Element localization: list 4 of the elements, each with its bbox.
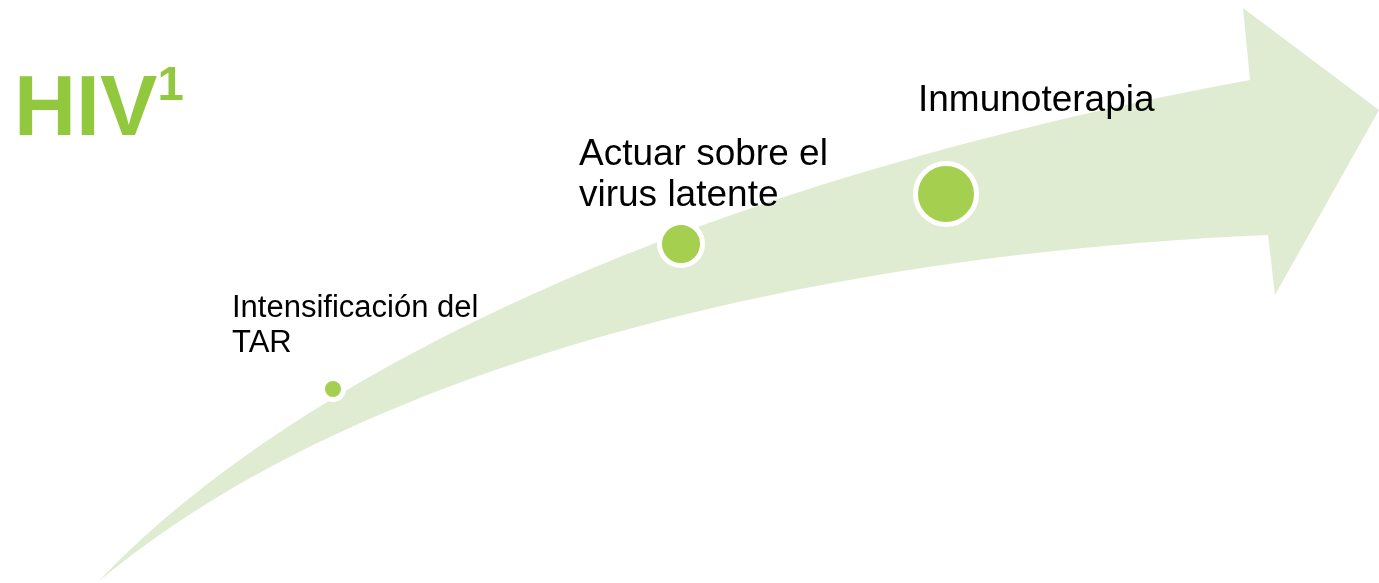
milestone-label: Inmunoterapia [918,78,1156,120]
milestone-label: Actuar sobre el virus latente [579,132,829,215]
title: HIV$^{1}$ [14,62,184,148]
milestone-label: Intensificación del TAR [232,290,480,360]
